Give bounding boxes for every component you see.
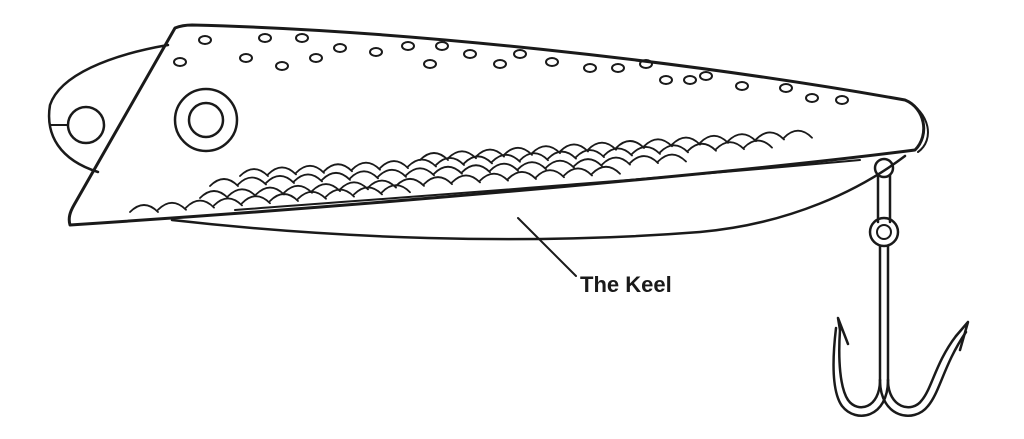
body-spot	[309, 53, 323, 63]
body-spot	[423, 59, 437, 69]
lure-tail-tab	[47, 43, 170, 174]
body-spot	[275, 61, 289, 71]
body-spot	[295, 33, 309, 43]
body-spot	[659, 75, 673, 85]
scale-row	[209, 153, 687, 187]
treble-hook	[832, 157, 970, 417]
lure-body	[67, 23, 929, 227]
body-spot	[699, 71, 713, 81]
body-spot	[198, 35, 212, 45]
scale-row	[419, 129, 813, 161]
keel-callout-line	[517, 217, 577, 277]
body-spot	[735, 81, 749, 91]
scale-row	[199, 165, 621, 199]
body-spot	[369, 47, 383, 57]
lure-keel	[170, 154, 907, 241]
body-spot	[463, 49, 477, 59]
line-tie-eye	[66, 105, 106, 145]
body-spot	[779, 83, 793, 93]
lure-spots	[173, 33, 849, 105]
body-spot	[545, 57, 559, 67]
body-spot	[493, 59, 507, 69]
body-spot	[435, 41, 449, 51]
body-spot	[401, 41, 415, 51]
body-spot	[683, 75, 697, 85]
lure-eye	[173, 87, 239, 153]
body-spot	[805, 93, 819, 103]
body-spot	[835, 95, 849, 105]
split-ring-top	[873, 157, 895, 179]
keel-callout-label: The Keel	[580, 272, 672, 297]
body-spot	[639, 59, 653, 69]
body-spot	[333, 43, 347, 53]
split-ring	[868, 216, 900, 248]
body-spot	[258, 33, 272, 43]
body-spot	[611, 63, 625, 73]
body-spot	[513, 49, 527, 59]
lure-scales	[129, 129, 813, 213]
body-spot	[239, 53, 253, 63]
body-spot	[583, 63, 597, 73]
scale-row	[239, 139, 773, 177]
body-spot	[173, 57, 187, 67]
